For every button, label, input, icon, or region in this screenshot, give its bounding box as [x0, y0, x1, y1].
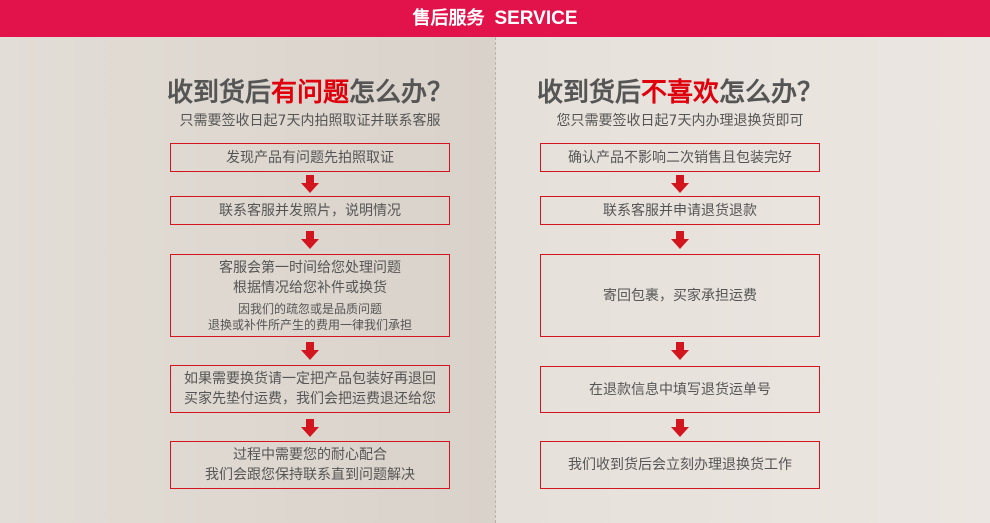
divider [495, 37, 496, 523]
title-highlight: 不喜欢 [640, 78, 719, 108]
step-text: 我们会跟您保持联系直到问题解决 [205, 467, 415, 483]
title-text: 收到货后 [536, 78, 641, 108]
arrow-down-icon [301, 231, 319, 249]
arrow-down-icon [301, 175, 319, 193]
step-text: 确认产品不影响二次销售且包装完好 [568, 149, 792, 166]
step-text: 如果需要换货请一定把产品包装好再退回 [184, 371, 436, 387]
step-text: 买家先垫付运费，我们会把运费退还给您 [184, 391, 436, 407]
header-title-en: SERVICE [494, 8, 578, 29]
service-header: 售后服务 SERVICE [0, 0, 990, 37]
left-step-5: 过程中需要您的耐心配合我们会跟您保持联系直到问题解决 [170, 441, 450, 489]
right-title: 收到货后不喜欢怎么办？ [480, 72, 880, 109]
right-panel [496, 37, 990, 523]
header-title-cn: 售后服务 [412, 8, 485, 29]
title-text: 怎么办？ [349, 78, 454, 108]
arrow-down-icon [671, 419, 689, 437]
arrow-down-icon [671, 175, 689, 193]
right-step-2: 联系客服并申请退货退款 [540, 196, 820, 225]
step-text: 客服会第一时间给您处理问题 [219, 260, 401, 276]
right-step-5: 我们收到货后会立刻办理退换货工作 [540, 441, 820, 489]
arrow-down-icon [671, 231, 689, 249]
step-note: 退换或补件所产生的费用一律我们承担 [207, 318, 412, 332]
step-text: 联系客服并发照片，说明情况 [219, 202, 401, 219]
left-step-1: 发现产品有问题先拍照取证 [170, 143, 450, 172]
left-step-4: 如果需要换货请一定把产品包装好再退回买家先垫付运费，我们会把运费退还给您 [170, 365, 450, 413]
step-note: 因我们的疏忽或是品质问题 [237, 302, 382, 316]
left-title: 收到货后有问题怎么办？ [110, 72, 510, 109]
step-text: 在退款信息中填写退货运单号 [589, 381, 771, 398]
step-text: 联系客服并申请退货退款 [603, 202, 757, 219]
arrow-down-icon [671, 342, 689, 360]
right-subtitle: 您只需要签收日起7天内办理退换货即可 [556, 113, 804, 129]
step-text: 发现产品有问题先拍照取证 [226, 149, 394, 166]
right-step-4: 在退款信息中填写退货运单号 [540, 366, 820, 413]
left-step-3: 客服会第一时间给您处理问题根据情况给您补件或换货因我们的疏忽或是品质问题退换或补… [170, 254, 450, 337]
title-text: 收到货后 [166, 78, 271, 108]
step-text: 根据情况给您补件或换货 [233, 280, 387, 296]
step-text: 过程中需要您的耐心配合 [233, 447, 387, 463]
step-text: 寄回包裹，买家承担运费 [603, 287, 757, 304]
right-step-1: 确认产品不影响二次销售且包装完好 [540, 143, 820, 172]
arrow-down-icon [301, 342, 319, 360]
left-step-2: 联系客服并发照片，说明情况 [170, 196, 450, 225]
title-highlight: 有问题 [270, 78, 349, 108]
title-text: 怎么办？ [719, 78, 824, 108]
arrow-down-icon [301, 419, 319, 437]
left-panel [0, 37, 495, 523]
right-step-3: 寄回包裹，买家承担运费 [540, 254, 820, 337]
left-subtitle: 只需要签收日起7天内拍照取证并联系客服 [179, 113, 441, 129]
step-text: 我们收到货后会立刻办理退换货工作 [568, 457, 792, 473]
